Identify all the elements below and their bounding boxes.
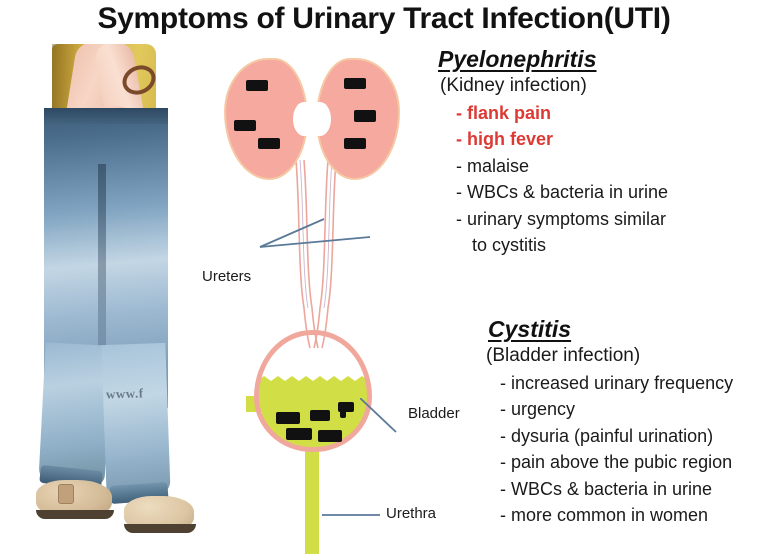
photo-right-sole (124, 524, 196, 533)
bladder-outline (254, 330, 372, 452)
cystitis-symptom-list: - increased urinary frequency - urgency … (500, 370, 733, 529)
urethra-leader-line (322, 512, 382, 518)
photo-right-leg (101, 342, 171, 498)
bladder-urine-notch (248, 412, 262, 422)
cystitis-section: Cystitis (Bladder infection) - increased… (478, 316, 733, 529)
ureters-leader-line (258, 205, 378, 255)
pyelonephritis-heading: Pyelonephritis (438, 46, 597, 72)
urinary-tract-diagram: Ureters Bladder Urethra (200, 40, 460, 558)
pyelonephritis-subheading: (Kidney infection) (440, 75, 587, 96)
label-ureters: Ureters (202, 268, 252, 285)
symptom-item: - increased urinary frequency (500, 373, 734, 393)
label-urethra: Urethra (386, 505, 437, 522)
symptom-item: - more common in women (500, 505, 709, 526)
bacteria-mark (258, 138, 280, 149)
bladder-leader-line (360, 398, 404, 438)
bacteria-mark (344, 78, 366, 89)
photo-jeans-seam (98, 164, 106, 414)
bacteria-mark (344, 138, 366, 149)
photo-jeans-waistband (44, 108, 168, 124)
bacteria-mark (310, 410, 330, 421)
cystitis-heading: Cystitis (488, 316, 572, 342)
bacteria-mark (246, 80, 268, 91)
bacteria-mark (276, 412, 300, 424)
woman-photo: www.f (18, 44, 200, 558)
bacteria-mark (340, 402, 346, 418)
photo-left-leg (38, 342, 112, 486)
symptom-item: - dysuria (painful urination) (500, 425, 714, 446)
bacteria-mark (234, 120, 256, 131)
symptom-item: - flank pain (456, 103, 552, 123)
symptom-item-continuation: to cystitis (472, 235, 547, 256)
symptom-item: - malaise (456, 155, 530, 176)
bacteria-mark (338, 402, 354, 412)
photo-left-shoe-strap (58, 484, 74, 504)
right-kidney (309, 58, 400, 180)
symptom-item: - WBCs & bacteria in urine (456, 182, 669, 203)
symptom-item: - urgency (500, 399, 576, 420)
pyelonephritis-section: Pyelonephritis (Kidney infection) - flan… (438, 46, 668, 259)
bacteria-mark (286, 428, 312, 440)
label-bladder: Bladder (408, 405, 460, 422)
page-title: Symptoms of Urinary Tract Infection(UTI) (97, 2, 671, 35)
symptom-item: - urinary symptoms similar (456, 208, 667, 229)
pyelonephritis-symptom-list: - flank pain - high fever - malaise - WB… (456, 100, 668, 259)
symptom-item: - pain above the pubic region (500, 452, 733, 473)
cystitis-subheading: (Bladder infection) (486, 345, 641, 366)
photo-left-sole (36, 510, 114, 519)
symptom-item: - high fever (456, 129, 554, 150)
urethra-tube (305, 444, 319, 554)
photo-watermark: www.f (105, 385, 144, 402)
bacteria-mark (318, 430, 342, 442)
bacteria-mark (354, 110, 376, 122)
symptom-item: - WBCs & bacteria in urine (500, 478, 713, 499)
